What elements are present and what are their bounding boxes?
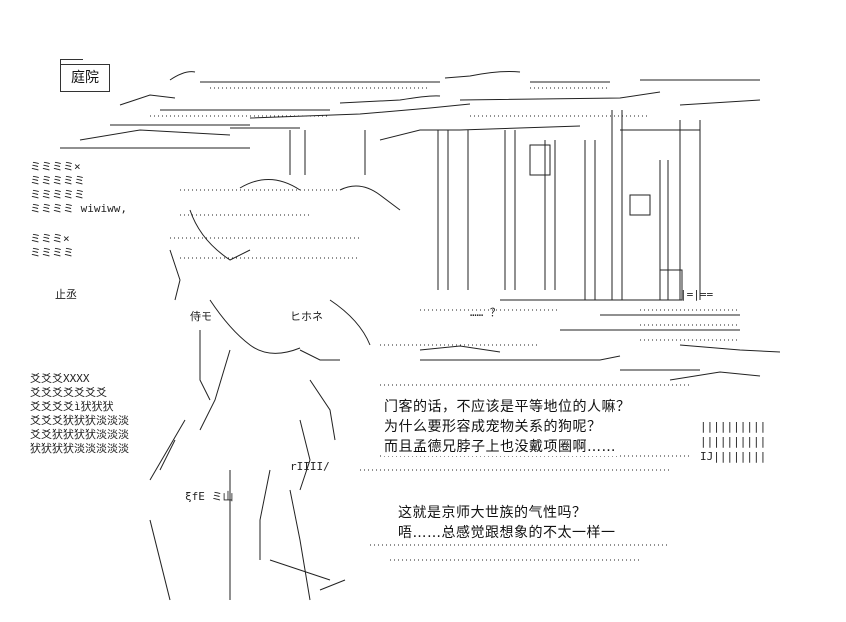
dialog-line-2: 为什么要形容成宠物关系的狗呢？ <box>382 416 604 436</box>
grate-a: |||||||||| <box>700 420 766 433</box>
character-left <box>149 179 301 481</box>
orn-b6: 犾犾犾犾淡淡淡淡淡 <box>30 441 129 455</box>
deck <box>419 299 781 381</box>
scene-caption: 庭院 <box>60 59 110 92</box>
orn-a2: ミミミミミ <box>30 174 85 187</box>
dialog-line-5: 唔……总感觉跟想象的不太一样一 <box>396 522 618 542</box>
grate-c: IJ|||||||| <box>700 450 766 463</box>
orn-a4: ミミミミ wiwiww, <box>30 202 127 215</box>
orn-b3: 爻爻爻爻ì犾犾犾 <box>30 399 114 413</box>
emote: rIIII/ <box>290 460 330 473</box>
grate-b: |||||||||| <box>700 435 766 448</box>
eye-left: 侍モ <box>190 310 212 323</box>
sign-eq: |=|== <box>680 288 713 301</box>
speech-dots: …… ？ <box>470 306 501 319</box>
dialog-line-1: 门客的话，不应该是平等地位的人嘛？ <box>382 396 633 416</box>
roof-lines <box>60 71 761 149</box>
eye-right: ヒホネ <box>290 310 323 323</box>
orn-b2: 爻爻爻爻爻爻爻 <box>30 386 107 399</box>
orn-a1: ミミミミ× <box>30 160 81 173</box>
mouth: ξfΕ ミ山 <box>185 490 234 503</box>
orn-a3: ミミミミミ <box>30 188 85 201</box>
orn-b1: 爻爻爻XXXX <box>30 372 90 385</box>
orn-b4: 爻爻爻犾犾犾淡淡淡 <box>30 413 129 427</box>
character-right <box>149 185 401 601</box>
orn-a6: ミミミミ <box>30 246 74 259</box>
pillars <box>289 110 701 301</box>
orn-a5: ミミミ× <box>30 232 70 245</box>
orn-mark: 止丞 <box>55 288 77 301</box>
dialog-line-3: 而且孟德兄脖子上也没戴项圈啊…… <box>382 436 618 456</box>
dialog-line-4: 这就是京师大世族的气性吗？ <box>396 502 589 522</box>
orn-b5: 爻爻犾犾犾犾淡淡淡 <box>30 427 129 441</box>
dotted-fill <box>150 87 740 561</box>
